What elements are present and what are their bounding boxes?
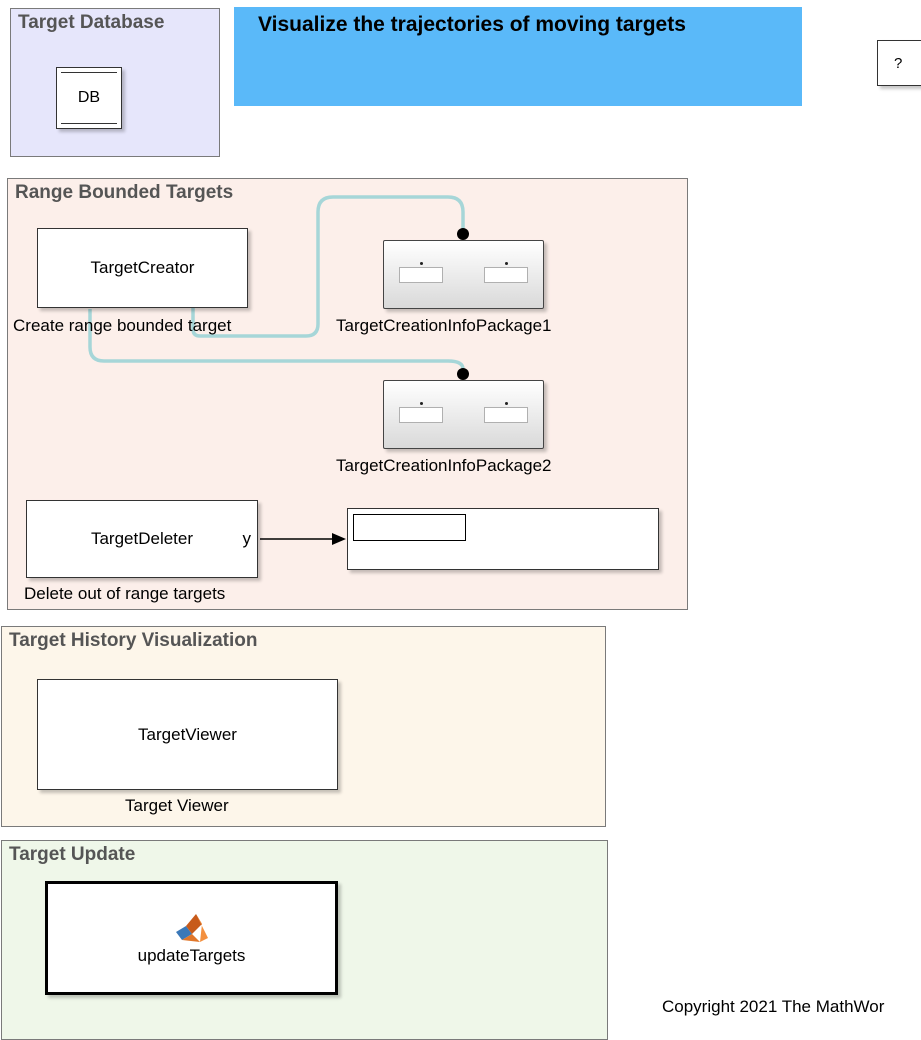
target-creation-info-package1-block[interactable]: [383, 240, 544, 309]
copyright-notice: Copyright 2021 The MathWor: [662, 997, 885, 1016]
package1-caption: TargetCreationInfoPackage1: [336, 316, 552, 335]
target-creator-caption: Create range bounded target: [13, 316, 232, 335]
target-database-area: Target Database DB: [10, 8, 220, 157]
help-button-label: ?: [894, 54, 903, 72]
db-label: DB: [77, 89, 101, 106]
target-creation-info-package2-block[interactable]: [383, 380, 544, 449]
target-deleter-label: TargetDeleter: [90, 529, 194, 548]
range-bounded-targets-title: Range Bounded Targets: [15, 182, 234, 203]
target-history-visualization-title: Target History Visualization: [9, 630, 258, 651]
display-value-field: [353, 514, 466, 541]
package1-slot-right-tick: [505, 262, 508, 265]
package2-slot-left: [399, 402, 443, 423]
target-viewer-block[interactable]: TargetViewer: [37, 679, 338, 790]
package2-slot-left-tick: [420, 402, 423, 405]
package1-slot-right: [484, 262, 528, 283]
help-button[interactable]: ?: [877, 40, 921, 86]
target-deleter-caption: Delete out of range targets: [24, 584, 226, 603]
package1-slot-left: [399, 262, 443, 283]
update-targets-block[interactable]: updateTargets: [45, 881, 338, 995]
target-viewer-caption: Target Viewer: [125, 796, 229, 815]
target-update-area: Target Update updateTargets: [1, 840, 608, 1040]
matlab-logo-icon: [175, 914, 208, 942]
package1-slot-left-tick: [420, 262, 423, 265]
target-viewer-label: TargetViewer: [138, 724, 237, 744]
target-database-title: Target Database: [18, 12, 165, 33]
diagram-title: Visualize the trajectories of moving tar…: [258, 13, 686, 36]
target-deleter-block[interactable]: TargetDeleter y: [26, 500, 258, 578]
target-deleter-output-port-label: y: [242, 529, 252, 548]
range-bounded-targets-area: Range Bounded Targets TargetCreator Crea…: [7, 178, 688, 610]
target-update-title: Target Update: [9, 844, 136, 865]
package2-caption: TargetCreationInfoPackage2: [336, 456, 552, 475]
signal-line-to-package2: [88, 309, 465, 374]
title-banner: Visualize the trajectories of moving tar…: [234, 7, 802, 106]
package2-slot-right-tick: [505, 402, 508, 405]
deleter-output-arrowhead: [332, 533, 346, 545]
package2-slot-right: [484, 402, 528, 423]
signal-line-to-package1: [191, 195, 465, 338]
display-block[interactable]: [347, 508, 659, 570]
db-block[interactable]: DB: [56, 67, 122, 129]
package2-input-port: [457, 368, 469, 380]
package1-input-port: [457, 228, 469, 240]
signal-lines: [88, 195, 469, 545]
target-creator-block[interactable]: TargetCreator: [37, 228, 248, 308]
db-block-top-line: [61, 72, 117, 73]
target-creator-label: TargetCreator: [90, 258, 195, 277]
db-block-bottom-line: [61, 123, 117, 124]
target-history-visualization-area: Target History Visualization TargetViewe…: [1, 626, 606, 827]
update-targets-label: updateTargets: [137, 946, 246, 965]
